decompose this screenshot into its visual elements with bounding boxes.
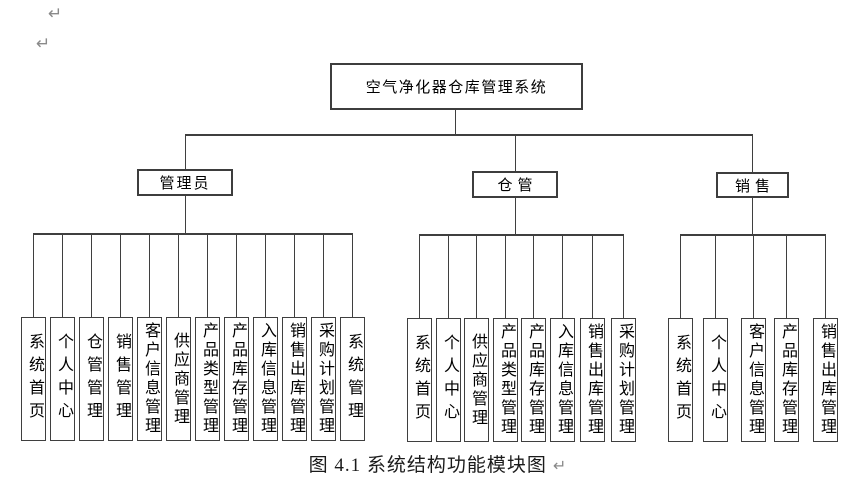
leaf-node: 采购计划管理: [311, 317, 336, 441]
connector-line: [148, 233, 151, 317]
connector-line: [293, 233, 296, 317]
leaf-node: 入库信息管理: [550, 318, 575, 442]
connector-line: [514, 198, 517, 234]
connector-line: [235, 233, 238, 317]
connector-line: [206, 233, 209, 317]
leaf-node: 仓管管理: [79, 317, 104, 441]
connector-line: [752, 234, 755, 318]
leaf-node: 销售出库管理: [580, 318, 605, 442]
leaf-node: 系统首页: [407, 318, 432, 442]
connector-line: [514, 134, 517, 171]
connector-line: [785, 234, 788, 318]
group-node-sales: 销售: [716, 172, 789, 198]
connector-line: [679, 234, 682, 318]
leaf-node: 系统管理: [340, 317, 365, 441]
connector-line: [561, 234, 564, 318]
connector-line: [90, 233, 93, 317]
group-node-warehouse: 仓管: [472, 171, 558, 198]
return-mark-icon: ↵: [36, 34, 51, 54]
connector-line: [751, 134, 754, 172]
leaf-node: 销售出库管理: [813, 318, 838, 442]
leaf-node: 产品类型管理: [195, 317, 220, 441]
return-mark-icon: ↵: [552, 456, 567, 475]
connector-line: [454, 110, 457, 134]
group-node-admin: 管理员: [137, 169, 233, 196]
connector-line: [418, 234, 421, 318]
return-mark-icon: ↵: [48, 4, 63, 24]
connector-line: [177, 233, 180, 317]
leaf-node: 个人中心: [703, 318, 728, 442]
connector-line: [119, 233, 122, 317]
leaf-node: 客户信息管理: [137, 317, 162, 441]
leaf-node: 系统首页: [21, 317, 46, 441]
connector-line: [419, 234, 624, 236]
leaf-node: 产品库存管理: [774, 318, 799, 442]
leaf-node: 销售出库管理: [282, 317, 307, 441]
connector-line: [184, 196, 187, 233]
leaf-node: 客户信息管理: [741, 318, 766, 442]
connector-line: [824, 234, 827, 318]
root-node: 空气净化器仓库管理系统: [330, 63, 583, 110]
leaf-node: 产品库存管理: [521, 318, 546, 442]
connector-line: [751, 198, 754, 234]
connector-line: [351, 233, 354, 317]
leaf-node: 个人中心: [436, 318, 461, 442]
connector-line: [32, 233, 35, 317]
connector-line: [714, 234, 717, 318]
leaf-node: 采购计划管理: [611, 318, 636, 442]
connector-line: [185, 134, 753, 136]
connector-line: [591, 234, 594, 318]
leaf-node: 系统首页: [668, 318, 693, 442]
connector-line: [504, 234, 507, 318]
figure-caption: 图 4.1 系统结构功能模块图 ↵: [0, 450, 851, 477]
leaf-node: 产品类型管理: [493, 318, 518, 442]
connector-line: [322, 233, 325, 317]
connector-line: [184, 134, 187, 169]
connector-line: [61, 233, 64, 317]
caption-text: 图 4.1 系统结构功能模块图: [308, 455, 547, 476]
connector-line: [264, 233, 267, 317]
leaf-node: 供应商管理: [464, 318, 489, 442]
leaf-node: 销售管理: [108, 317, 133, 441]
connector-line: [532, 234, 535, 318]
leaf-node: 个人中心: [50, 317, 75, 441]
connector-line: [447, 234, 450, 318]
connector-line: [475, 234, 478, 318]
leaf-node: 供应商管理: [166, 317, 191, 441]
connector-line: [33, 233, 353, 235]
connector-line: [622, 234, 625, 318]
leaf-node: 入库信息管理: [253, 317, 278, 441]
leaf-node: 产品库存管理: [224, 317, 249, 441]
